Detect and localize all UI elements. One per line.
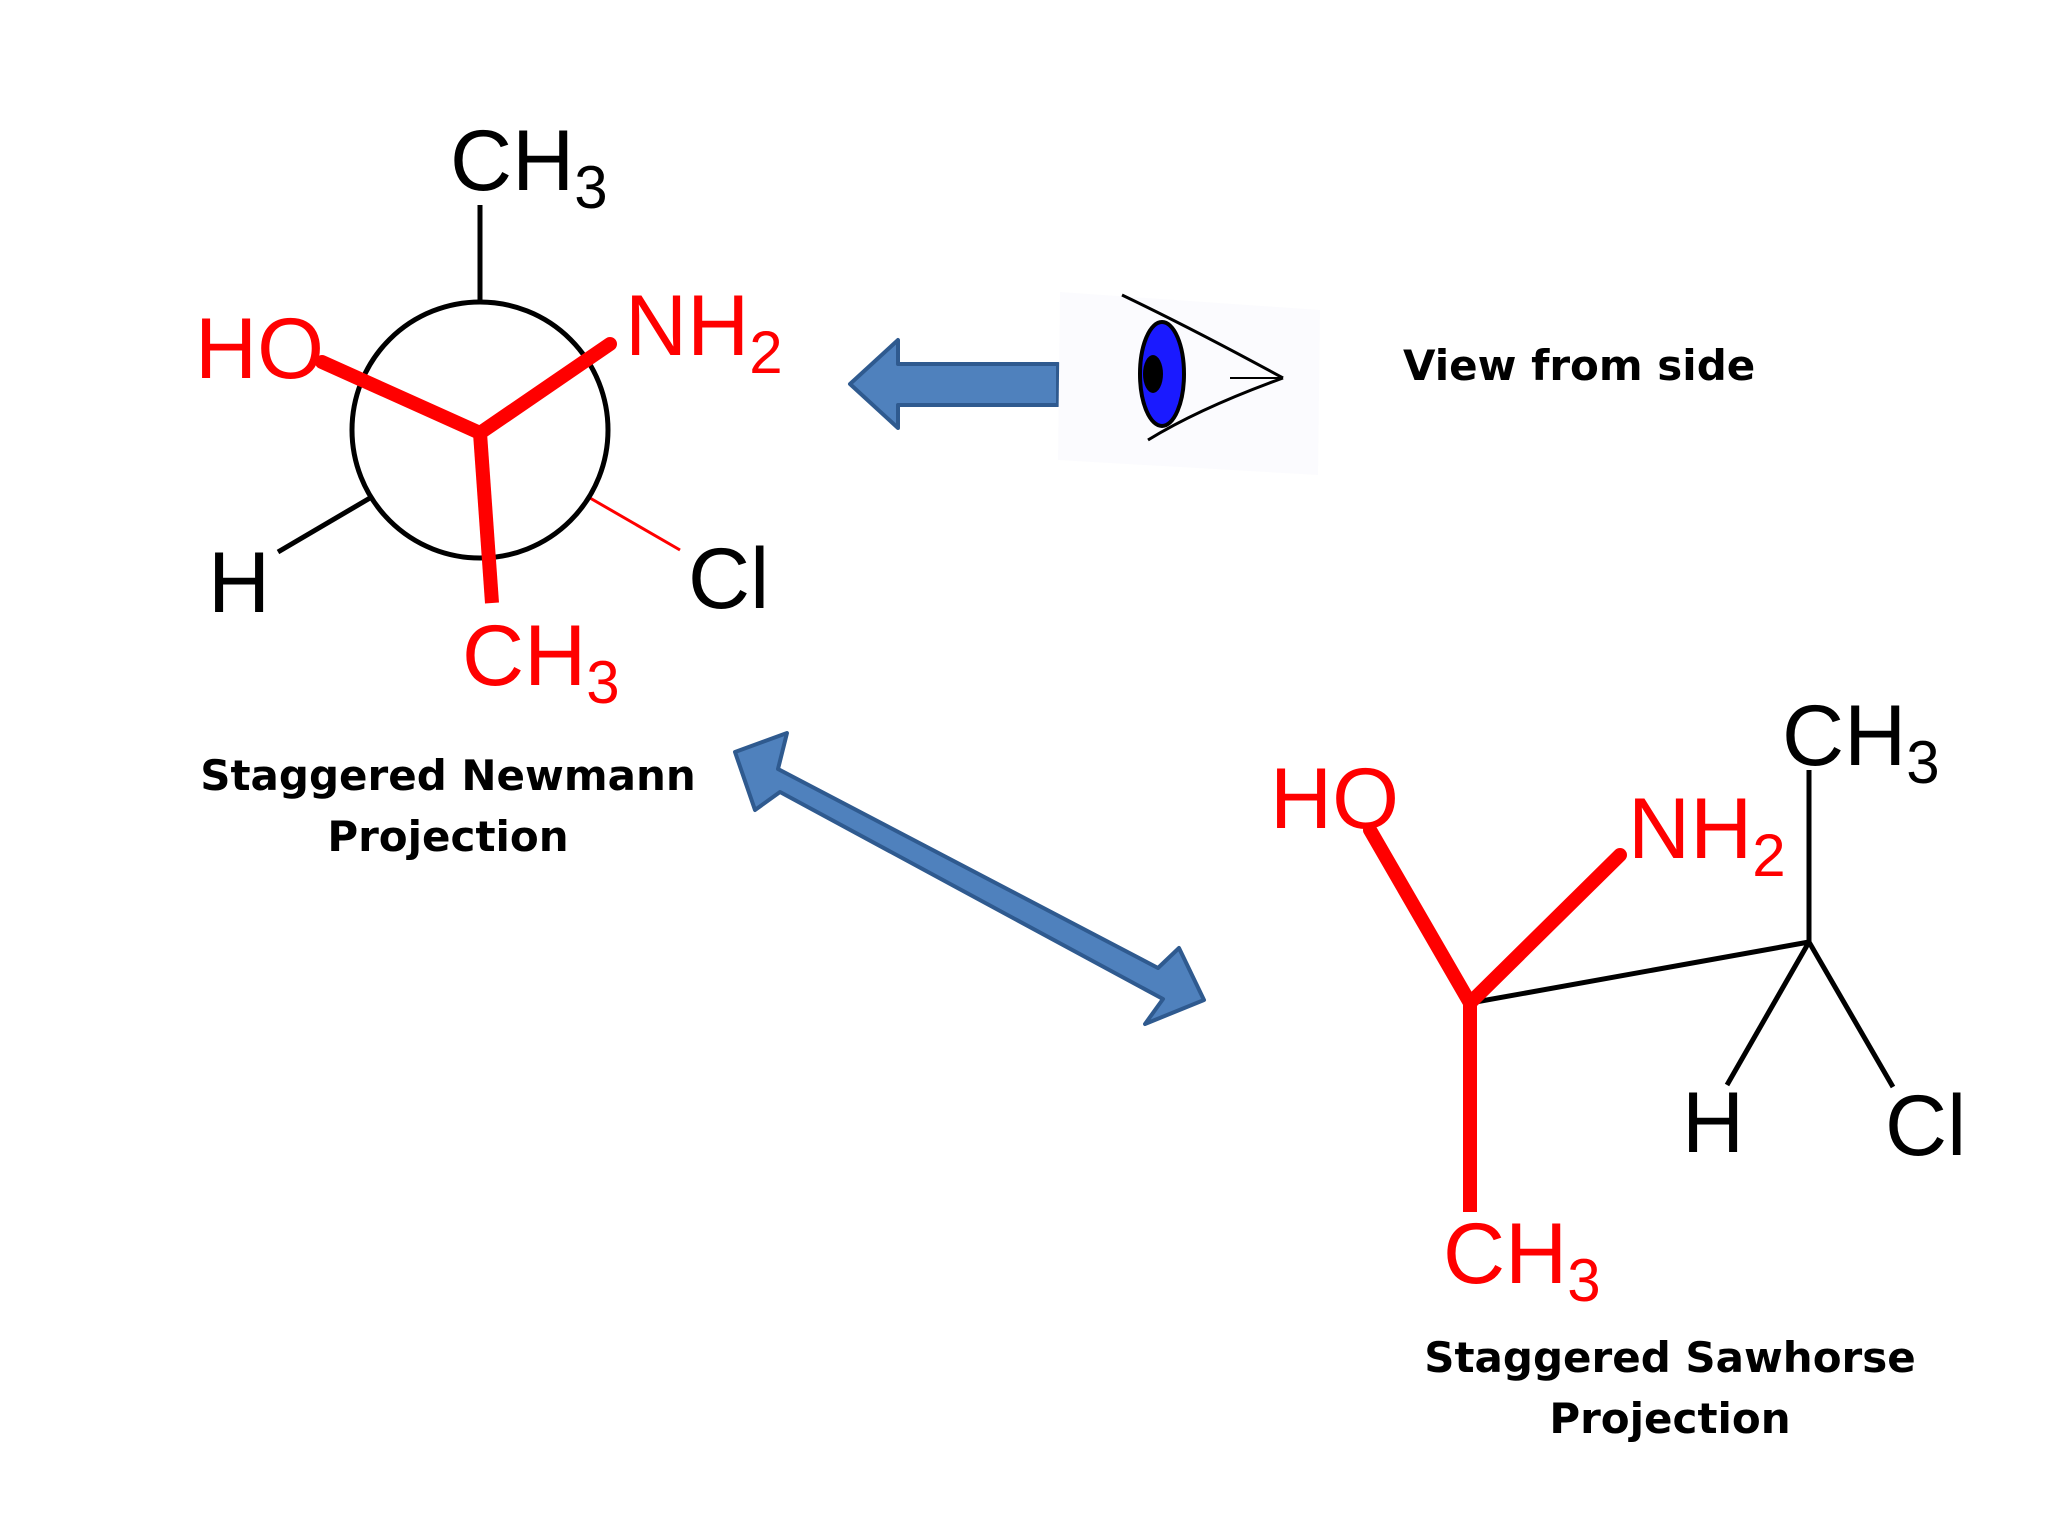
sawhorse-front-bond-right <box>1463 848 1627 1010</box>
newman-label-bottom: CH3 <box>462 608 620 716</box>
newman-label-back-right: Cl <box>688 531 769 627</box>
arrow-left-icon <box>848 338 1060 430</box>
sawhorse-back-bond-right <box>1806 940 1896 1089</box>
sawhorse-caption-line2: Projection <box>1549 1394 1790 1443</box>
newman-label-front-left: HO <box>195 301 324 397</box>
sawhorse-label-front-right-sub: 2 <box>1752 822 1785 889</box>
sawhorse-front-bond-left <box>1363 823 1477 1010</box>
newman-label-bottom-main: CH <box>462 608 586 704</box>
newman-label-front-right-sub: 2 <box>749 319 782 386</box>
newman-label-front-right-main: NH <box>625 278 749 374</box>
sawhorse-label-front-right: NH2 <box>1628 781 1786 889</box>
newman-label-back-left: H <box>208 535 270 631</box>
sawhorse-label-front-right-main: NH <box>1628 781 1752 877</box>
sawhorse-label-front-left: HO <box>1270 751 1399 847</box>
eye-icon <box>1058 292 1320 475</box>
sawhorse-label-back-left: H <box>1682 1075 1744 1171</box>
sawhorse-label-bottom-main: CH <box>1443 1206 1567 1302</box>
sawhorse-label-top-right-main: CH <box>1782 688 1906 784</box>
newman-front-bond-left <box>315 355 487 440</box>
sawhorse-projection: CH3 HO NH2 H Cl CH3 Staggered Sawhorse P… <box>1270 688 1966 1443</box>
newman-front-bond-right <box>473 337 617 440</box>
double-arrow-icon <box>733 731 1206 1026</box>
sawhorse-cc-bond <box>1469 939 1810 1006</box>
sawhorse-back-bond-left <box>1724 940 1812 1087</box>
newman-label-top-main: CH <box>450 113 574 209</box>
view-from-side-label: View from side <box>1403 341 1755 390</box>
newman-label-front-right: NH2 <box>625 278 783 386</box>
newman-caption-line2: Projection <box>327 812 568 861</box>
newman-label-top: CH3 <box>450 113 608 221</box>
sawhorse-label-bottom: CH3 <box>1443 1206 1601 1314</box>
newman-label-top-sub: 3 <box>574 154 607 221</box>
newman-back-bond-left <box>276 495 372 555</box>
sawhorse-label-top-right-sub: 3 <box>1906 729 1939 796</box>
sawhorse-label-bottom-sub: 3 <box>1567 1247 1600 1314</box>
newman-back-bond-right <box>589 496 681 552</box>
newman-projection: CH3 HO NH2 H Cl CH3 Staggered Newmann Pr… <box>195 113 783 861</box>
sawhorse-label-top-right: CH3 <box>1782 688 1940 796</box>
sawhorse-label-back-right: Cl <box>1885 1078 1966 1174</box>
newman-caption-line1: Staggered Newmann <box>200 751 696 800</box>
newman-label-bottom-sub: 3 <box>586 649 619 716</box>
newman-back-carbon-circle <box>349 299 611 561</box>
sawhorse-caption-line1: Staggered Sawhorse <box>1424 1333 1916 1382</box>
newman-front-bond-bottom <box>473 432 499 604</box>
